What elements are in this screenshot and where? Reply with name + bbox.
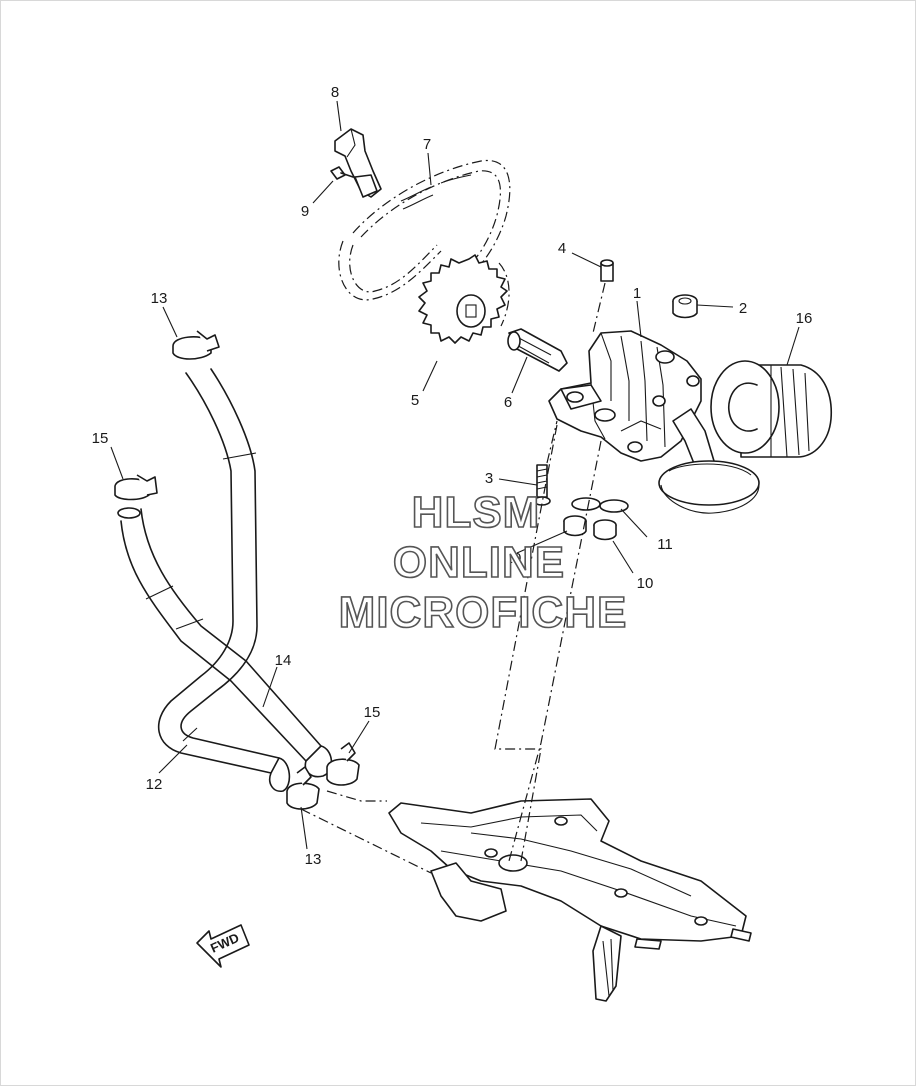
callout-13-bottom: 13 (305, 851, 322, 868)
o-ring-11-left (571, 497, 601, 511)
watermark-line-3: MICROFICHE (339, 588, 628, 637)
callout-13-top: 13 (151, 290, 168, 307)
collar-10-left (563, 515, 587, 537)
callout-8: 8 (331, 84, 339, 101)
oil-hose-14 (117, 507, 333, 778)
oil-filter-16 (710, 360, 833, 458)
chain-guide-8 (334, 128, 382, 198)
callout-1: 1 (633, 285, 641, 302)
callout-labels: 1 2 3 4 5 6 7 8 9 10 10 11 12 13 13 14 1… (92, 84, 813, 868)
forward-direction-badge: FWD (196, 924, 250, 968)
callout-16: 16 (796, 310, 813, 327)
callout-3: 3 (485, 470, 493, 487)
callout-12: 12 (146, 776, 163, 793)
watermark-line-1: HLSM (412, 488, 541, 537)
o-ring-11-right (599, 499, 629, 513)
oil-pump-1 (548, 330, 702, 462)
hose-clamp-13-bottom (286, 766, 320, 810)
callout-7: 7 (423, 136, 431, 153)
callout-14: 14 (275, 652, 292, 669)
callout-9: 9 (301, 203, 309, 220)
callout-10-left: 10 (505, 550, 522, 567)
watermark-line-2: ONLINE (393, 538, 565, 587)
watermark: HLSM ONLINE MICROFICHE (338, 487, 628, 638)
callout-15-left: 15 (92, 430, 109, 447)
assembly-guide-lines (300, 424, 602, 874)
hose-clamp-13-top (172, 330, 220, 360)
hose-clamp-15-right (326, 742, 360, 786)
leader-lines (110, 100, 800, 850)
oil-pump-sprocket-5 (418, 254, 510, 344)
hose-clamp-15-left (114, 474, 158, 501)
callout-11: 11 (657, 536, 673, 553)
oil-strainer (658, 408, 760, 514)
callout-5: 5 (411, 392, 419, 409)
drive-chain-7 (338, 159, 511, 301)
callout-6: 6 (504, 394, 512, 411)
dowel-pin-4 (592, 259, 614, 334)
callout-4: 4 (558, 240, 566, 257)
bolt-9 (330, 166, 354, 180)
callout-15-right: 15 (364, 704, 381, 721)
oil-pump-shaft-6 (507, 328, 568, 372)
oil-pan (388, 798, 752, 1002)
oil-hose-12 (157, 368, 291, 793)
callout-10-right: 10 (637, 575, 654, 592)
callout-2: 2 (739, 300, 747, 317)
collar-10-right (593, 519, 617, 541)
collar-2 (672, 294, 698, 319)
